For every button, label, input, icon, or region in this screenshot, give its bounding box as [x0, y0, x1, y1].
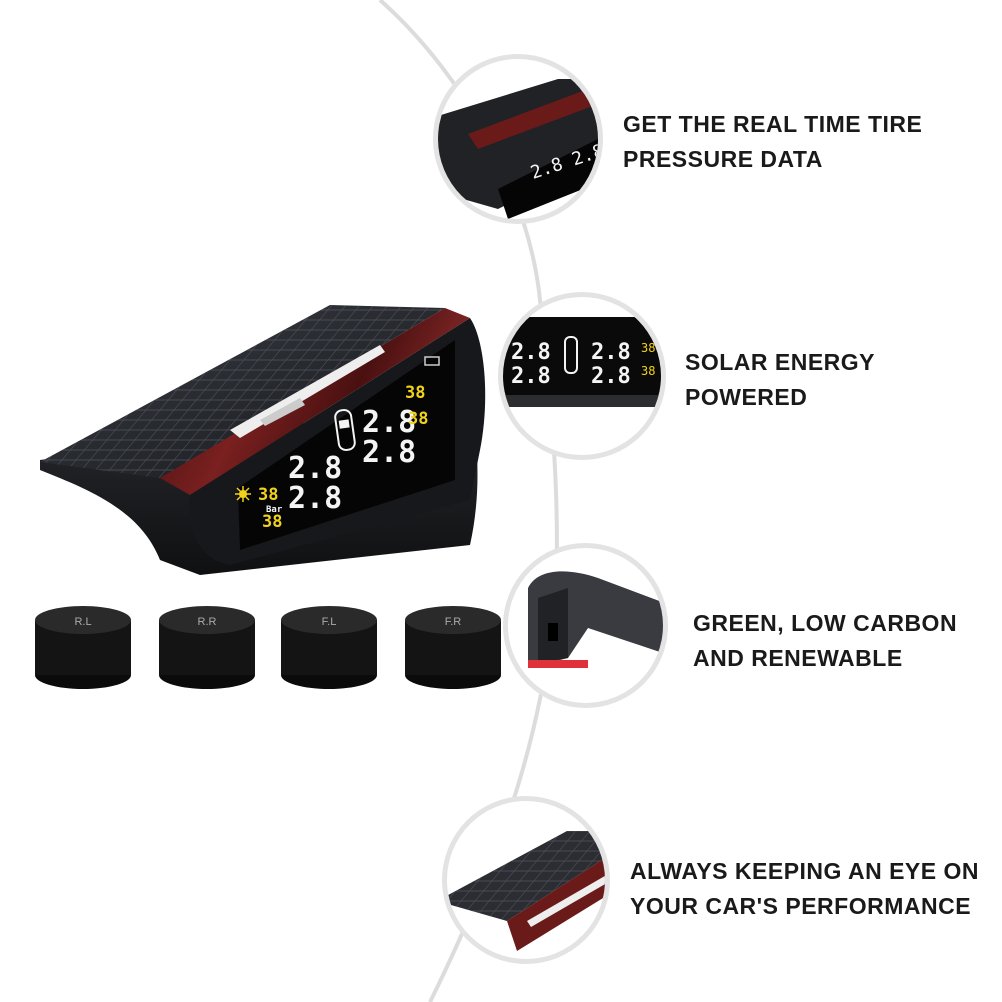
feature-line2: POWERED	[685, 384, 808, 410]
sensor-cap-rr: R.R	[152, 605, 262, 700]
feature-line1: SOLAR ENERGY	[685, 349, 876, 375]
pressure-rl: 2.8	[288, 481, 342, 516]
unit-label: Bar	[266, 505, 283, 515]
sensor-cap-fr: F.R	[398, 605, 508, 700]
feature-circle-panel	[442, 796, 610, 964]
svg-text:2.8: 2.8	[511, 364, 551, 389]
sensor-cap-fl: F.L	[274, 605, 384, 700]
feature-text-solar: SOLAR ENERGY POWERED	[685, 345, 875, 415]
lcd-display-closeup-icon: 2.8 2.8	[438, 79, 598, 219]
feature-line1: ALWAYS KEEPING AN EYE ON	[630, 858, 979, 884]
svg-text:2.8: 2.8	[511, 340, 551, 365]
feature-circle-solar: 2.8 2.8 2.8 2.8 38 38	[498, 292, 666, 460]
solar-panel-closeup-icon	[447, 831, 605, 951]
sun-icon	[235, 486, 251, 502]
svg-text:38: 38	[641, 341, 655, 355]
svg-text:2.8: 2.8	[591, 364, 631, 389]
sensor-label-rr: R.R	[198, 616, 217, 628]
feature-text-performance: ALWAYS KEEPING AN EYE ON YOUR CAR'S PERF…	[630, 854, 979, 924]
lcd-screen-closeup-icon: 2.8 2.8 2.8 2.8 38 38	[503, 317, 661, 407]
car-icon	[334, 408, 356, 452]
feature-text-green: GREEN, LOW CARBON AND RENEWABLE	[693, 606, 957, 676]
feature-circle-usb	[503, 543, 668, 708]
usb-port-closeup-icon	[528, 571, 663, 668]
feature-line2: PRESSURE DATA	[623, 146, 823, 172]
feature-text-realtime: GET THE REAL TIME TIRE PRESSURE DATA	[623, 107, 922, 177]
feature-line2: AND RENEWABLE	[693, 645, 903, 671]
feature-line2: YOUR CAR'S PERFORMANCE	[630, 893, 972, 919]
tpms-monitor-device: 38 38 Bar 2.8 2.8 2.8 2.8 38 38	[40, 305, 486, 575]
svg-text:38: 38	[641, 364, 655, 378]
sensor-label-fl: F.L	[322, 616, 337, 628]
feature-circle-display: 2.8 2.8	[433, 54, 603, 224]
sensor-label-rl: R.L	[74, 616, 91, 628]
sensor-cap-rl: R.L	[28, 605, 138, 700]
temp-right-bottom: 38	[408, 409, 428, 429]
temp-left-bottom: 38	[262, 512, 282, 532]
temp-right-top: 38	[405, 383, 425, 403]
sensor-label-fr: F.R	[445, 616, 462, 628]
pressure-fr: 2.8	[362, 405, 416, 440]
feature-line1: GET THE REAL TIME TIRE	[623, 111, 923, 137]
feature-line1: GREEN, LOW CARBON	[693, 610, 958, 636]
svg-text:2.8: 2.8	[591, 340, 631, 365]
pressure-rr: 2.8	[362, 435, 416, 470]
temp-left-top: 38	[258, 485, 278, 505]
pressure-fl: 2.8	[288, 451, 342, 486]
